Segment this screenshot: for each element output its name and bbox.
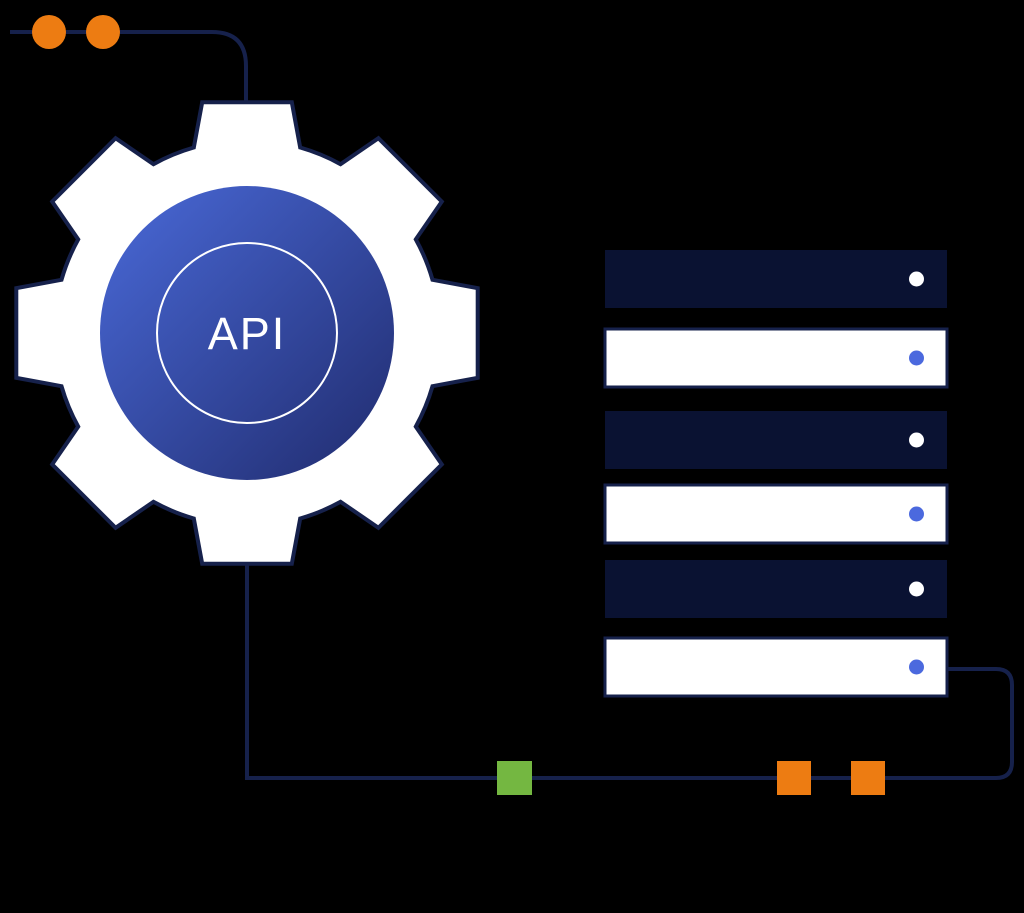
server-indicator-dot <box>909 432 924 448</box>
response-packets-group <box>497 761 885 795</box>
response-packet-square <box>777 761 811 795</box>
server-indicator-dot <box>909 271 924 287</box>
server-bar <box>603 483 949 545</box>
gear-hub-circle <box>100 186 394 480</box>
server-bar <box>603 636 949 698</box>
bottom-connector-line <box>245 560 1014 780</box>
request-packet-circle <box>86 15 120 49</box>
server-bar <box>605 411 947 469</box>
server-indicator-dot <box>909 506 924 522</box>
server-bar <box>605 560 947 618</box>
gear-inner-ring <box>156 242 338 424</box>
server-indicator-dot <box>909 659 924 675</box>
top-connector-line <box>10 30 248 102</box>
server-bar <box>603 327 949 389</box>
gear-group: API <box>14 100 480 566</box>
server-indicator-dot <box>909 581 924 597</box>
request-packets-group <box>32 15 120 49</box>
api-label: API <box>208 308 287 359</box>
server-bar <box>605 250 947 308</box>
server-indicator-dot <box>909 350 924 366</box>
response-packet-square <box>497 761 532 795</box>
request-packet-circle <box>32 15 66 49</box>
server-stack <box>603 250 949 698</box>
response-packet-square <box>851 761 885 795</box>
